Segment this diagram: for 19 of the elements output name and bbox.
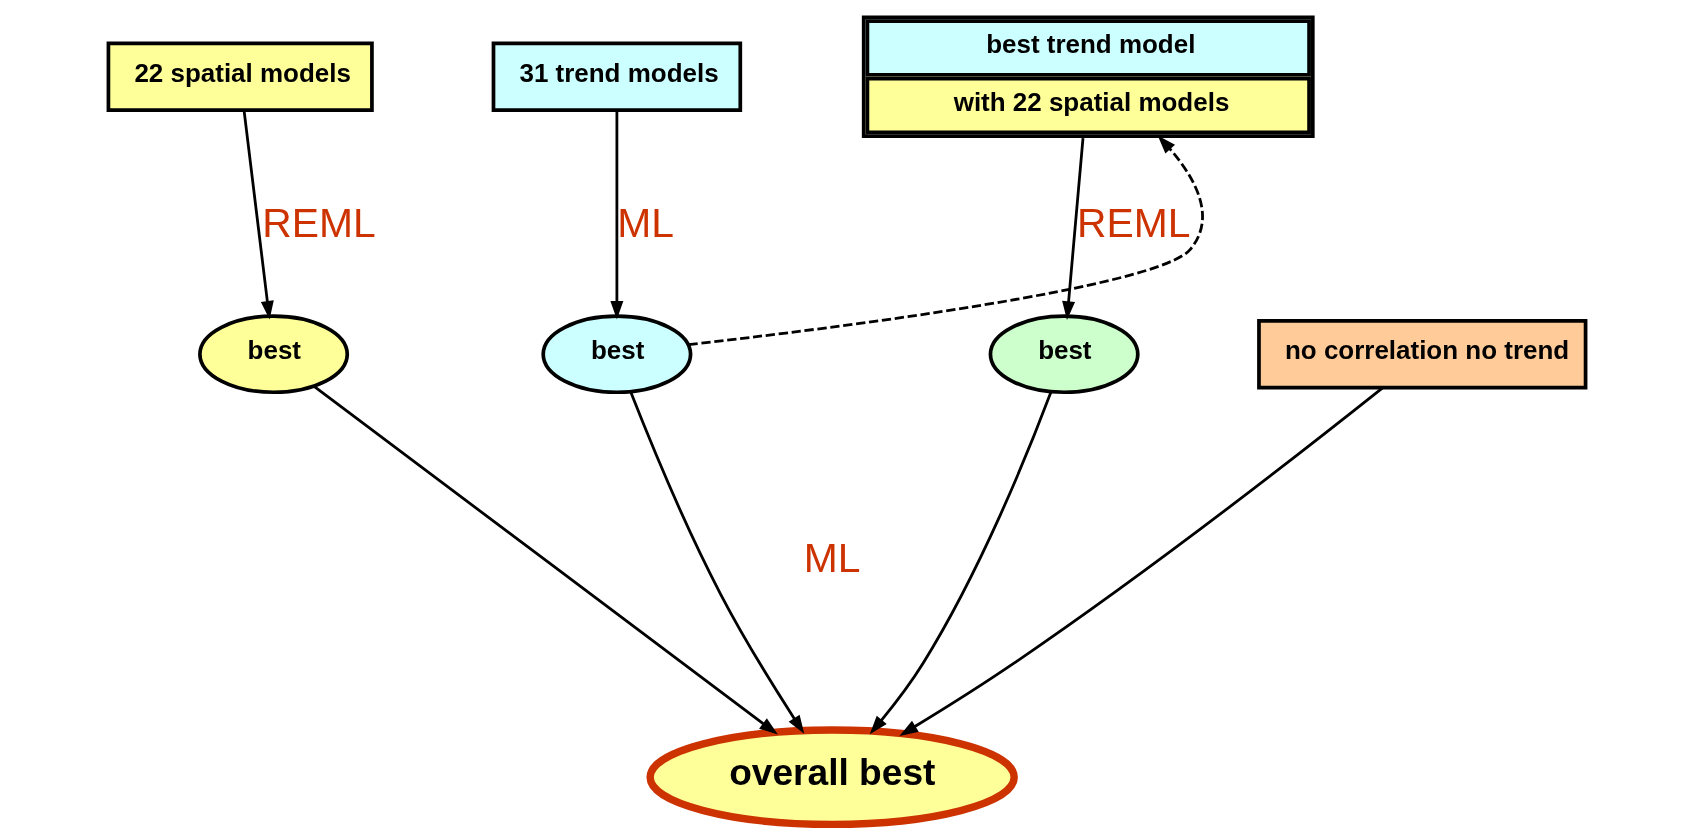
node-box: no correlation no trend [1257, 318, 1588, 390]
arrow [688, 135, 1204, 346]
node-ellipse: best [988, 314, 1140, 395]
arrow [629, 391, 805, 734]
label: ML [803, 534, 861, 581]
edge-label: REML [262, 200, 376, 247]
arrow [610, 110, 624, 320]
edge-label: ML [617, 200, 675, 247]
node-box: 31 trend models [491, 41, 743, 113]
arrow [869, 391, 1053, 735]
arrow [899, 386, 1384, 736]
arrow [1062, 137, 1085, 320]
arrow [312, 385, 778, 735]
arrow [242, 110, 274, 320]
node-ellipse: best [541, 314, 693, 395]
edge-label: REML [1077, 200, 1191, 247]
node-ellipse: best [198, 314, 350, 395]
node-box: 22 spatial models [106, 41, 374, 113]
node-ellipse: overall best [646, 726, 1018, 829]
